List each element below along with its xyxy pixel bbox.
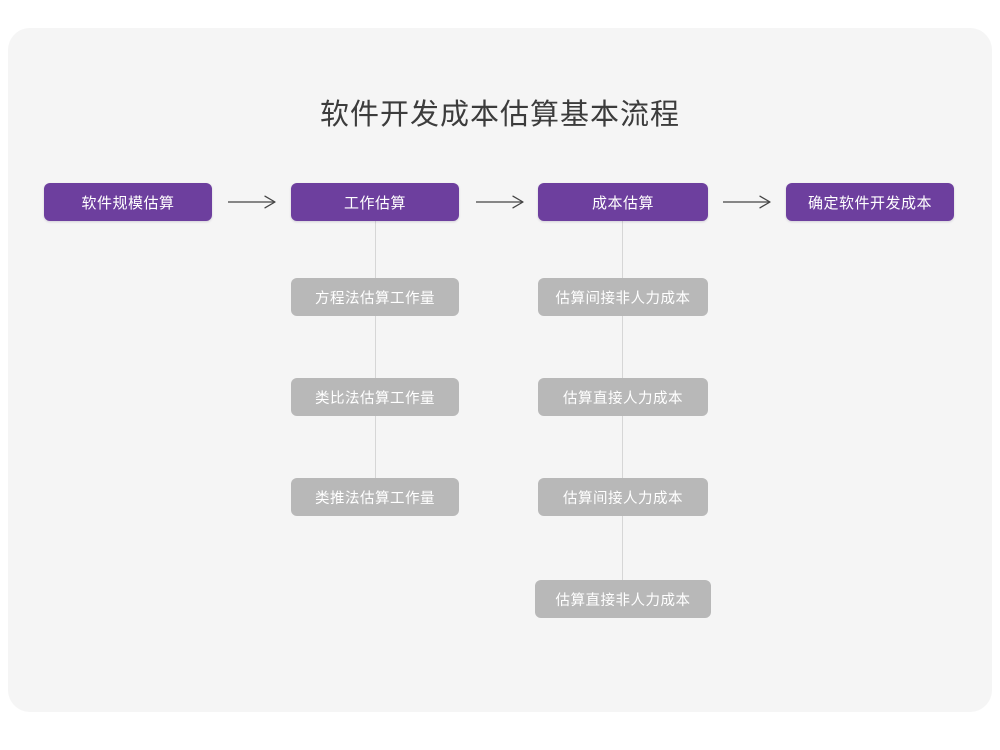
node-label: 成本估算 xyxy=(591,194,654,212)
connector-line-column-1 xyxy=(375,221,376,513)
node-label: 估算间接非人力成本 xyxy=(555,290,691,307)
page-title: 软件开发成本估算基本流程 xyxy=(319,99,680,131)
node-step-2[interactable]: 工作估算 xyxy=(291,183,459,221)
connector-line-column-2 xyxy=(622,221,623,616)
node-step-2-sub-3[interactable]: 类推法估算工作量 xyxy=(291,478,459,516)
node-step-3-sub-4[interactable]: 估算直接非人力成本 xyxy=(535,580,711,618)
node-step-4[interactable]: 确定软件开发成本 xyxy=(786,183,954,221)
node-label: 类比法估算工作量 xyxy=(315,390,435,407)
node-step-2-sub-1[interactable]: 方程法估算工作量 xyxy=(291,278,459,316)
node-step-2-sub-2[interactable]: 类比法估算工作量 xyxy=(291,378,459,416)
node-label: 类推法估算工作量 xyxy=(315,490,435,507)
node-label: 估算直接非人力成本 xyxy=(555,592,691,609)
node-label: 软件规模估算 xyxy=(81,194,175,212)
node-step-3[interactable]: 成本估算 xyxy=(538,183,708,221)
node-label: 工作估算 xyxy=(343,194,406,212)
node-step-1[interactable]: 软件规模估算 xyxy=(44,183,212,221)
node-label: 估算间接人力成本 xyxy=(563,490,683,507)
arrow-right-icon xyxy=(723,190,771,214)
node-label: 确定软件开发成本 xyxy=(807,194,932,212)
node-step-3-sub-1[interactable]: 估算间接非人力成本 xyxy=(538,278,708,316)
node-label: 方程法估算工作量 xyxy=(315,290,435,307)
diagram-card-background xyxy=(8,28,992,712)
node-step-3-sub-3[interactable]: 估算间接人力成本 xyxy=(538,478,708,516)
node-step-3-sub-2[interactable]: 估算直接人力成本 xyxy=(538,378,708,416)
node-label: 估算直接人力成本 xyxy=(563,390,683,407)
arrow-right-icon xyxy=(476,190,524,214)
arrow-right-icon xyxy=(228,190,276,214)
